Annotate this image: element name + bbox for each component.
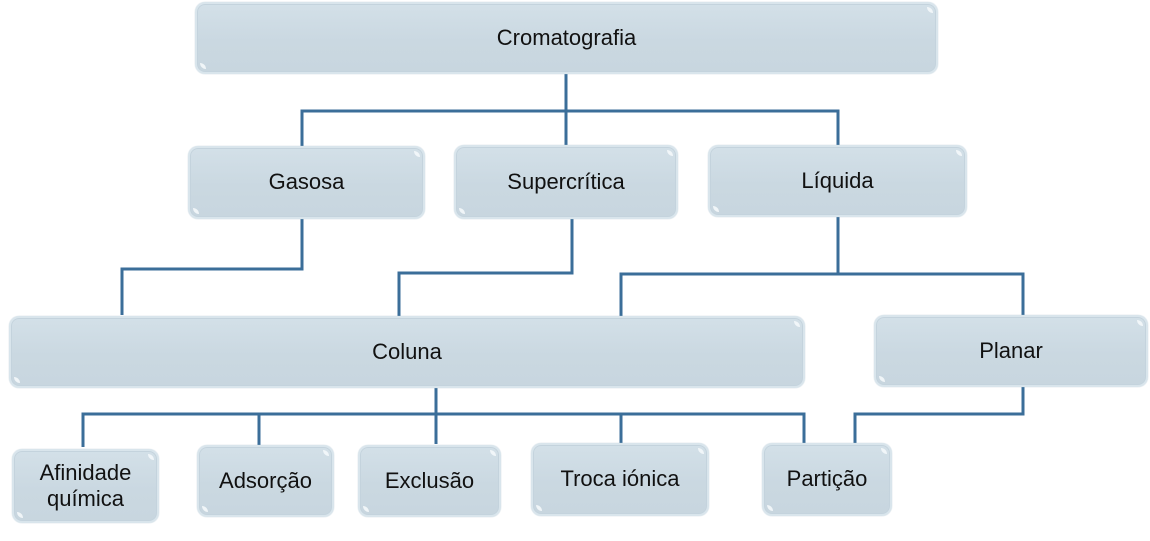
node-label: Coluna: [372, 338, 442, 364]
edge-coluna-children: [81, 387, 806, 447]
node-gasosa: Gasosa: [188, 146, 425, 219]
node-label: Troca iónica: [560, 466, 680, 492]
node-label: Partição: [786, 466, 868, 492]
node-cromatografia: Cromatografia: [195, 2, 938, 74]
edge-liquida-children: [619, 217, 1025, 316]
node-adsorcao: Adsorção: [197, 445, 334, 517]
edge-gasosa-coluna: [120, 219, 304, 315]
node-exclusao: Exclusão: [358, 445, 501, 517]
node-label: Supercrítica: [507, 168, 625, 194]
edge-root-children: [300, 74, 840, 146]
node-label: Líquida: [801, 167, 874, 193]
node-planar: Planar: [874, 315, 1148, 387]
node-label: Planar: [979, 337, 1043, 363]
node-coluna: Coluna: [9, 316, 805, 388]
node-label: Exclusão: [384, 467, 475, 493]
node-label: Afinidade química: [39, 459, 132, 511]
edge-supercritica-coluna: [397, 219, 574, 316]
node-label: Adsorção: [219, 467, 312, 493]
node-label: Cromatografia: [496, 24, 637, 50]
node-particao: Partição: [762, 443, 892, 516]
node-liquida: Líquida: [708, 145, 967, 217]
node-troca-ionica: Troca iónica: [531, 443, 709, 516]
edge-planar-particao: [853, 387, 1025, 443]
node-afinidade-quimica: Afinidade química: [12, 449, 159, 523]
node-supercritica: Supercrítica: [454, 145, 678, 219]
node-label: Gasosa: [268, 169, 345, 195]
